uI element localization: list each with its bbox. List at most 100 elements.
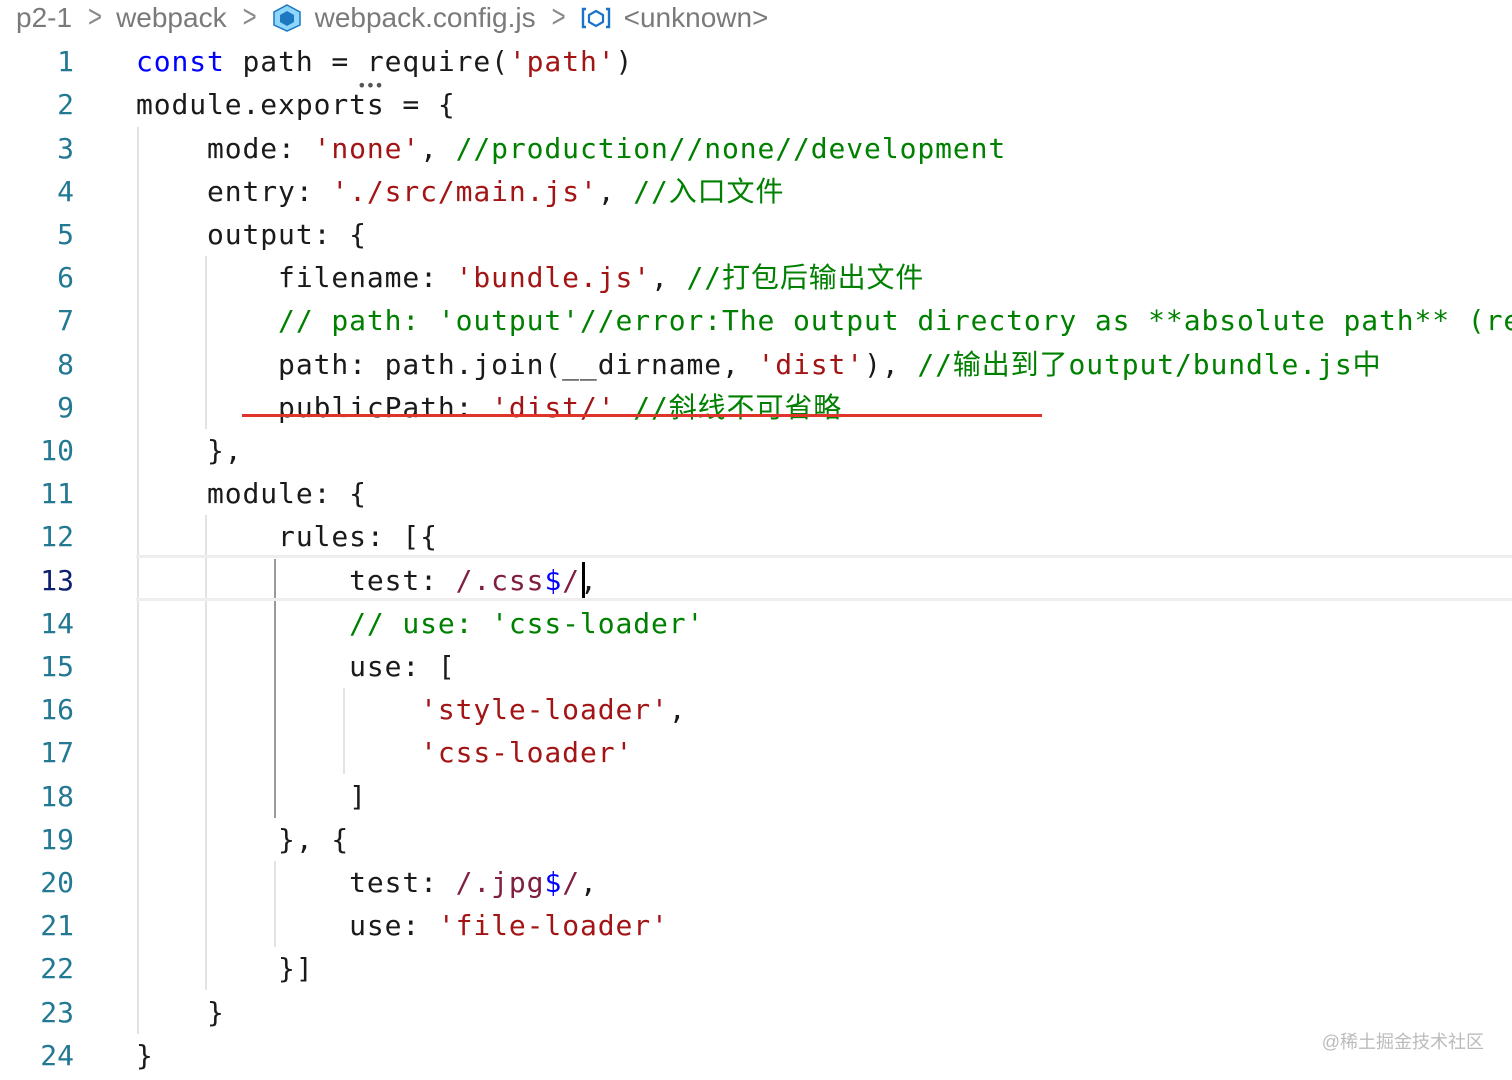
line-number: 22 xyxy=(40,952,74,985)
line-number: 11 xyxy=(40,477,74,510)
code-line[interactable]: 6 filename: 'bundle.js', //打包后输出文件 xyxy=(0,256,1512,299)
chevron-right-icon: > xyxy=(88,0,103,35)
indent-guide xyxy=(205,256,207,429)
code-token: const xyxy=(136,45,225,78)
chevron-right-icon: > xyxy=(551,0,566,35)
code-token: /.jpg xyxy=(455,866,545,899)
code-token: 'style-loader' xyxy=(420,693,669,726)
code-text: } xyxy=(136,991,225,1034)
code-line[interactable]: 20 test: /.jpg$/, xyxy=(0,861,1512,904)
code-token: //入口文件 xyxy=(633,175,785,208)
line-number: 3 xyxy=(57,132,74,165)
code-line[interactable]: 13 test: /.css$/, xyxy=(0,559,1512,602)
code-text: use: 'file-loader' xyxy=(136,904,669,947)
code-text: use: [ xyxy=(136,645,456,688)
code-line[interactable]: 17 'css-loader' xyxy=(0,731,1512,774)
code-line[interactable]: 15 use: [ xyxy=(0,645,1512,688)
indent-guide xyxy=(137,127,139,1034)
code-token: /.css xyxy=(455,564,545,597)
code-token: output: { xyxy=(136,218,367,251)
code-line[interactable]: 18 ] xyxy=(0,775,1512,818)
breadcrumb-folder-p2-1[interactable]: p2-1 xyxy=(16,2,73,33)
code-line[interactable]: 14 // use: 'css-loader' xyxy=(0,602,1512,645)
line-number: 7 xyxy=(57,304,74,337)
code-text: // path: 'output'//error:The output dire… xyxy=(136,299,1512,342)
code-line[interactable]: 24} xyxy=(0,1034,1512,1077)
code-text: }, { xyxy=(136,818,349,861)
code-token: 'none' xyxy=(313,132,421,165)
code-token: 'file-loader' xyxy=(437,909,669,942)
line-number: 4 xyxy=(57,175,74,208)
indent-guide xyxy=(205,515,207,990)
code-text: }] xyxy=(136,947,314,990)
line-number: 14 xyxy=(40,607,74,640)
code-token: , xyxy=(650,261,687,294)
code-line[interactable]: 21 use: 'file-loader' xyxy=(0,904,1512,947)
code-line[interactable]: 11 module: { xyxy=(0,472,1512,515)
breadcrumb-folder-webpack[interactable]: webpack xyxy=(116,2,227,33)
code-text: output: { xyxy=(136,213,367,256)
code-line[interactable]: 5 output: { xyxy=(0,213,1512,256)
line-number: 9 xyxy=(57,391,74,424)
indent-guide xyxy=(274,559,276,818)
code-token: test: xyxy=(136,866,456,899)
line-number: 12 xyxy=(40,520,74,553)
line-number: 8 xyxy=(57,348,74,381)
code-token: , xyxy=(668,693,687,726)
code-token: test: xyxy=(136,564,456,597)
code-token xyxy=(615,391,633,424)
code-line[interactable]: 9 publicPath: 'dist/' //斜线不可省略 xyxy=(0,386,1512,429)
code-line[interactable]: 7 // path: 'output'//error:The output di… xyxy=(0,299,1512,342)
code-line[interactable]: 10 }, xyxy=(0,429,1512,472)
line-number: 17 xyxy=(40,736,74,769)
line-number: 13 xyxy=(40,564,74,597)
code-token: path: path.join(__dirname, xyxy=(136,348,758,381)
code-text: module: { xyxy=(136,472,367,515)
code-text: publicPath: 'dist/' //斜线不可省略 xyxy=(136,386,842,429)
code-line[interactable]: 3 mode: 'none', //production//none//deve… xyxy=(0,127,1512,170)
code-token: }, { xyxy=(136,823,350,856)
symbol-variable-icon xyxy=(581,7,610,29)
code-text: 'css-loader' xyxy=(136,731,633,774)
breadcrumb-file[interactable]: webpack.config.js xyxy=(314,2,536,33)
code-token: ), xyxy=(864,348,918,381)
line-number: 21 xyxy=(40,909,74,942)
code-token: use: [ xyxy=(136,650,456,683)
code-token: //输出到了output/bundle.js中 xyxy=(917,348,1382,381)
code-token: module: { xyxy=(136,477,367,510)
code-token: $ xyxy=(544,866,563,899)
code-token: 'dist' xyxy=(757,348,865,381)
code-text: } xyxy=(136,1034,154,1077)
code-token: entry: xyxy=(136,175,332,208)
code-line[interactable]: 23 } xyxy=(0,991,1512,1034)
indent-guide xyxy=(274,861,276,947)
code-text: module.exports = { xyxy=(136,83,456,126)
code-line[interactable]: 22 }] xyxy=(0,947,1512,990)
code-line[interactable]: 19 }, { xyxy=(0,818,1512,861)
code-token: //斜线不可省略 xyxy=(633,391,843,424)
code-line[interactable]: 12 rules: [{ xyxy=(0,515,1512,558)
code-text: test: /.css$/, xyxy=(136,559,598,602)
code-token: 'css-loader' xyxy=(420,736,634,769)
breadcrumb-symbol[interactable]: <unknown> xyxy=(623,2,769,33)
code-token: ) xyxy=(615,45,634,78)
code-token: path = require( xyxy=(224,45,509,78)
code-text: 'style-loader', xyxy=(136,688,687,731)
code-text: test: /.jpg$/, xyxy=(136,861,598,904)
code-token: use: xyxy=(136,909,438,942)
code-line[interactable]: 8 path: path.join(__dirname, 'dist'), //… xyxy=(0,343,1512,386)
code-token: , xyxy=(579,866,598,899)
code-line[interactable]: 4 entry: './src/main.js', //入口文件 xyxy=(0,170,1512,213)
text-cursor xyxy=(582,562,585,598)
code-token: }, xyxy=(136,434,243,467)
code-line[interactable]: 16 'style-loader', xyxy=(0,688,1512,731)
hint-dots-icon[interactable]: ••• xyxy=(357,76,384,95)
code-token: } xyxy=(136,996,225,1029)
code-text: // use: 'css-loader' xyxy=(136,602,704,645)
line-number: 10 xyxy=(40,434,74,467)
code-token: // use: 'css-loader' xyxy=(136,607,705,640)
current-line-highlight xyxy=(136,555,1512,601)
